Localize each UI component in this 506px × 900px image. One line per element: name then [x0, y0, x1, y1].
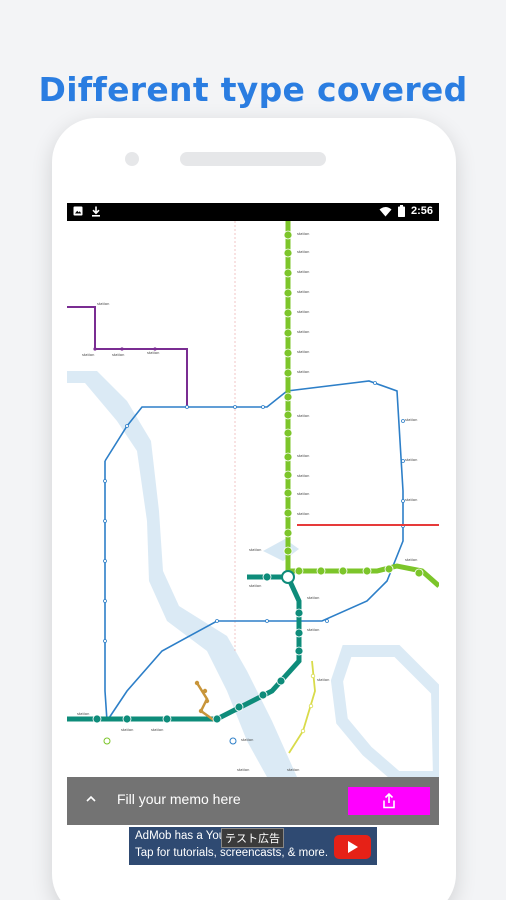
svg-text:station: station — [249, 548, 261, 552]
svg-text:station: station — [97, 302, 109, 306]
app-screen: 2:56 station station station station — [67, 203, 439, 900]
transit-map[interactable]: station station station station — [67, 221, 439, 777]
svg-text:station: station — [297, 310, 309, 314]
headline: Different type covered — [38, 70, 468, 109]
yellow-stations — [300, 673, 316, 734]
memo-bar[interactable]: Fill your memo here — [67, 777, 439, 825]
svg-text:station: station — [77, 712, 89, 716]
svg-text:station: station — [151, 728, 163, 732]
ad-banner[interactable]: AdMob has a You テスト広告 Tap for tutorials,… — [129, 827, 377, 865]
front-camera — [125, 152, 139, 166]
svg-text:station: station — [287, 768, 299, 772]
blue-line-west — [104, 461, 108, 722]
share-icon — [383, 793, 395, 809]
svg-text:station: station — [297, 250, 309, 254]
status-time: 2:56 — [410, 205, 433, 217]
download-icon — [92, 206, 100, 217]
svg-text:station: station — [405, 418, 417, 422]
map-labels: station station station station station … — [77, 232, 417, 772]
image-icon — [73, 206, 83, 216]
river — [67, 371, 297, 777]
svg-text:station: station — [307, 596, 319, 600]
svg-text:station: station — [237, 768, 249, 772]
status-bar: 2:56 — [67, 203, 439, 221]
green-east-stations — [294, 564, 424, 578]
svg-text:station: station — [297, 350, 309, 354]
central-station — [281, 570, 295, 584]
svg-text:station: station — [297, 454, 309, 458]
green-mid-stations — [283, 392, 293, 556]
svg-text:station: station — [297, 330, 309, 334]
svg-text:station: station — [297, 370, 309, 374]
river-east — [330, 645, 439, 777]
memo-label[interactable]: Fill your memo here — [117, 791, 241, 807]
green-north-stations — [283, 230, 293, 378]
gold-stations — [194, 680, 210, 714]
west-terminal-station — [103, 737, 111, 745]
ad-line2: Tap for tutorials, screencasts, & more. — [135, 847, 329, 859]
svg-text:station: station — [147, 351, 159, 355]
svg-text:station: station — [297, 232, 309, 236]
wifi-icon — [379, 206, 392, 216]
chevron-up-icon[interactable] — [84, 792, 98, 806]
svg-text:station: station — [121, 728, 133, 732]
svg-text:station: station — [297, 474, 309, 478]
svg-text:station: station — [297, 290, 309, 294]
blue-stations — [103, 381, 405, 643]
purple-stations — [93, 347, 157, 351]
gold-line — [195, 682, 216, 723]
svg-text:station: station — [297, 492, 309, 496]
svg-text:station: station — [297, 512, 309, 516]
svg-text:station: station — [405, 498, 417, 502]
test-ad-badge: テスト広告 — [221, 828, 284, 848]
svg-text:station: station — [241, 738, 253, 742]
svg-text:station: station — [297, 270, 309, 274]
svg-text:station: station — [112, 353, 124, 357]
blue-line — [104, 380, 404, 722]
airport-link-interchange — [229, 737, 237, 745]
svg-text:station: station — [297, 414, 309, 418]
battery-icon — [397, 205, 405, 217]
svg-text:station: station — [405, 558, 417, 562]
svg-text:station: station — [317, 678, 329, 682]
earpiece-speaker — [180, 152, 326, 166]
share-button[interactable] — [348, 787, 430, 815]
svg-text:station: station — [249, 584, 261, 588]
svg-text:station: station — [82, 353, 94, 357]
svg-text:station: station — [307, 628, 319, 632]
ad-line1: AdMob has a You — [135, 830, 226, 842]
dark-green-stations — [92, 572, 304, 724]
svg-text:station: station — [405, 458, 417, 462]
youtube-play-icon[interactable] — [334, 835, 371, 859]
